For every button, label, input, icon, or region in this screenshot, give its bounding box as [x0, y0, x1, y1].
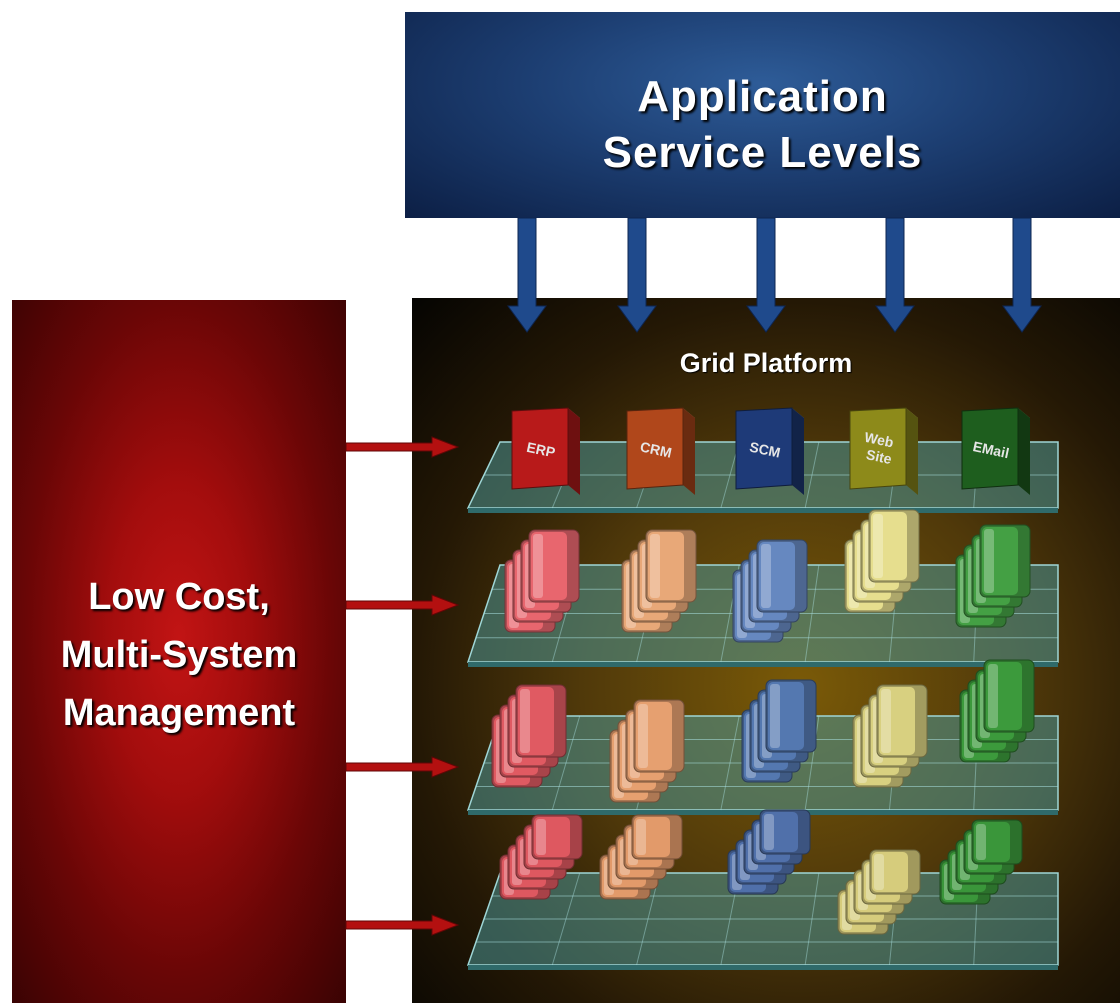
- grid-platform-title: Grid Platform: [679, 348, 853, 378]
- app-box-crm: CRM: [626, 407, 695, 495]
- top-box-line-2: Service Levels: [602, 128, 923, 177]
- application-service-levels-box: Application Service Levels: [405, 12, 1120, 218]
- server-stack-tier2-5: [955, 524, 1031, 628]
- left-box-line-1: Low Cost,: [88, 576, 270, 618]
- app-label-1: ERP: [525, 439, 556, 461]
- app-box-erp: ERP: [511, 407, 580, 495]
- app-box-email: EMail: [961, 407, 1030, 495]
- left-box-line-2: Multi-System: [60, 634, 298, 676]
- right-arrow-1: [345, 436, 460, 458]
- right-arrow-3: [345, 756, 460, 778]
- right-arrow-4: [345, 914, 460, 936]
- server-stack-tier3-1: [491, 684, 567, 788]
- down-arrow-4: [875, 217, 915, 333]
- multi-system-management-box: Low Cost, Multi-System Management: [12, 300, 346, 1003]
- right-arrow-2: [345, 594, 460, 616]
- server-stack-tier4-2: [599, 814, 683, 900]
- app-label-3: SCM: [748, 439, 782, 461]
- app-label-5: EMail: [971, 438, 1010, 461]
- app-label-4: Web: [863, 429, 895, 451]
- left-box-line-3: Management: [62, 692, 296, 734]
- down-arrow-1: [507, 217, 547, 333]
- server-stack-tier2-2: [621, 529, 697, 633]
- server-stack-tier3-5: [959, 659, 1035, 763]
- server-stack-tier4-5: [939, 819, 1023, 905]
- server-stack-tier3-2: [609, 699, 685, 803]
- server-stack-tier4-4: [837, 849, 921, 935]
- top-box-line-1: Application: [637, 72, 888, 121]
- app-label-4-line-2: Site: [865, 446, 894, 467]
- server-stack-tier2-3: [732, 539, 808, 643]
- down-arrow-3: [746, 217, 786, 333]
- server-stack-tier4-3: [727, 809, 811, 895]
- server-stack-tier4-1: [499, 814, 583, 900]
- down-arrow-2: [617, 217, 657, 333]
- server-stack-tier2-4: [844, 509, 920, 613]
- server-stack-tier3-4: [852, 684, 928, 788]
- app-box-scm: SCM: [735, 407, 804, 495]
- server-stack-tier2-1: [504, 529, 580, 633]
- down-arrow-5: [1002, 217, 1042, 333]
- app-label-2: CRM: [639, 438, 674, 460]
- server-stack-tier3-3: [741, 679, 817, 783]
